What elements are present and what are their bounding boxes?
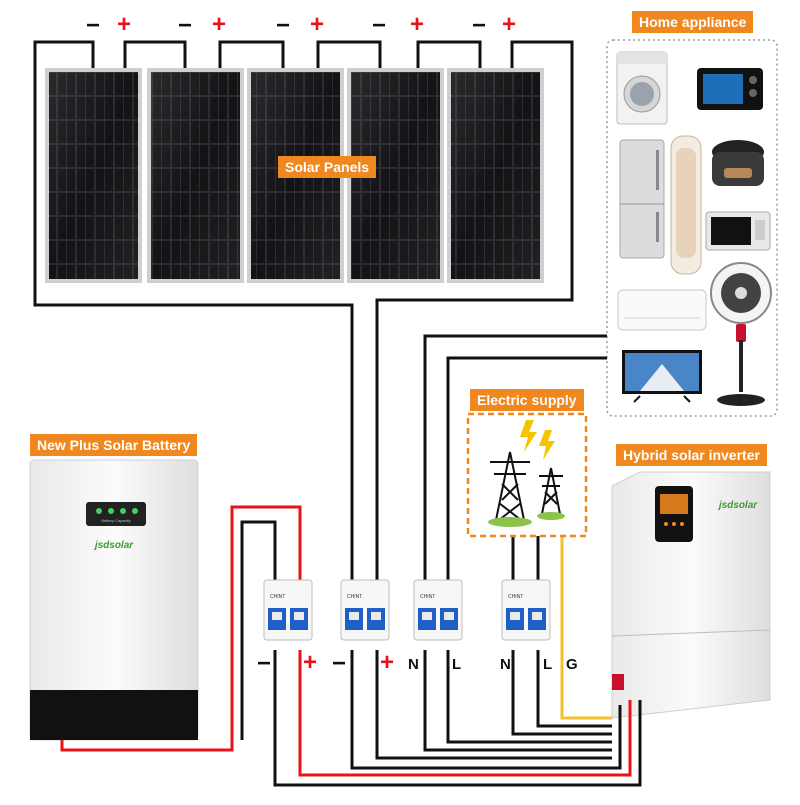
electric-supply-group — [466, 412, 588, 538]
floor-air-conditioner-icon — [670, 135, 702, 275]
string-negative-wire — [33, 40, 354, 580]
breaker-grid-l-label: L — [543, 656, 553, 673]
hybrid-inverter: jsdsolar — [611, 471, 771, 719]
breaker-grid-n-label: N — [500, 656, 511, 673]
breaker-pv: CHINT — [340, 579, 390, 641]
toaster-oven-icon — [697, 68, 763, 110]
breaker-battery: CHINT — [263, 579, 313, 641]
panel-4-negative-sign: − — [372, 12, 387, 39]
inverter-label: Hybrid solar inverter — [616, 444, 767, 466]
inverter-switch — [612, 674, 624, 690]
transmission-tower-small-icon — [539, 467, 563, 515]
ground-g-label: G — [566, 656, 578, 673]
ground-wire — [560, 535, 612, 720]
transmission-tower-icon — [490, 451, 530, 521]
solar-panel-2 — [147, 68, 244, 283]
panel-1-negative-sign: − — [86, 12, 101, 39]
lightning-icon — [520, 420, 537, 452]
battery-label: New Plus Solar Battery — [30, 434, 198, 456]
breaker-grid: CHINT — [501, 579, 551, 641]
home-appliance-label: Home appliance — [632, 11, 754, 33]
solar-panel-5 — [447, 68, 544, 283]
series-jumper-2 — [218, 40, 285, 68]
wall-air-conditioner-icon — [617, 289, 707, 331]
home-appliance-group — [606, 39, 778, 417]
breaker-load-n-label: N — [408, 656, 419, 673]
series-jumper-1 — [123, 40, 187, 68]
inverter-brand-logo: jsdsolar — [717, 500, 758, 511]
svg-text:CHINT: CHINT — [508, 594, 523, 600]
svg-text:CHINT: CHINT — [347, 594, 362, 600]
panel-2-positive-sign: + — [212, 11, 227, 38]
string-positive-wire — [375, 40, 574, 580]
circuit-breakers: CHINT CHINT CHINT CHINT — [263, 579, 551, 641]
series-jumper-4 — [416, 40, 482, 68]
ac-wiring — [423, 334, 607, 580]
breaker-load-l-label: L — [452, 656, 462, 673]
breaker-pv-negative-sign: − — [332, 650, 347, 677]
solar-battery: Battery Capacity jsdsolar — [29, 459, 199, 741]
panel-5-negative-sign: − — [472, 12, 487, 39]
rice-cooker-icon — [712, 140, 764, 186]
television-icon — [622, 350, 702, 403]
solar-panel-1 — [45, 68, 142, 283]
svg-text:CHINT: CHINT — [270, 594, 285, 600]
panel-1-positive-sign: + — [117, 11, 132, 38]
breaker-pv-positive-sign: + — [380, 649, 395, 676]
panel-4-positive-sign: + — [410, 11, 425, 38]
breaker-load: CHINT — [413, 579, 463, 641]
microwave-icon — [705, 211, 771, 251]
panel-2-negative-sign: − — [178, 12, 193, 39]
battery-indicator-panel — [86, 502, 146, 526]
dc-wiring — [60, 505, 642, 787]
panel-3-negative-sign: − — [276, 12, 291, 39]
breaker-battery-negative-sign: − — [257, 650, 272, 677]
svg-text:CHINT: CHINT — [420, 594, 435, 600]
battery-brand-logo: jsdsolar — [93, 540, 134, 551]
solar-panels-label: Solar Panels — [278, 156, 377, 178]
breaker-battery-positive-sign: + — [303, 649, 318, 676]
solar-panel-array — [45, 68, 544, 283]
refrigerator-icon — [619, 139, 665, 259]
panel-wiring — [33, 40, 574, 580]
load-n-wire — [423, 334, 607, 580]
battery-capacity-text: Battery Capacity — [101, 518, 130, 523]
load-l-wire — [446, 356, 607, 580]
electric-supply-label: Electric supply — [470, 389, 584, 411]
lightning-icon-2 — [539, 430, 555, 460]
series-jumper-3 — [316, 40, 382, 68]
standing-fan-icon — [710, 262, 772, 406]
panel-5-positive-sign: + — [502, 11, 517, 38]
panel-3-positive-sign: + — [310, 11, 325, 38]
washing-machine-icon — [616, 51, 668, 125]
